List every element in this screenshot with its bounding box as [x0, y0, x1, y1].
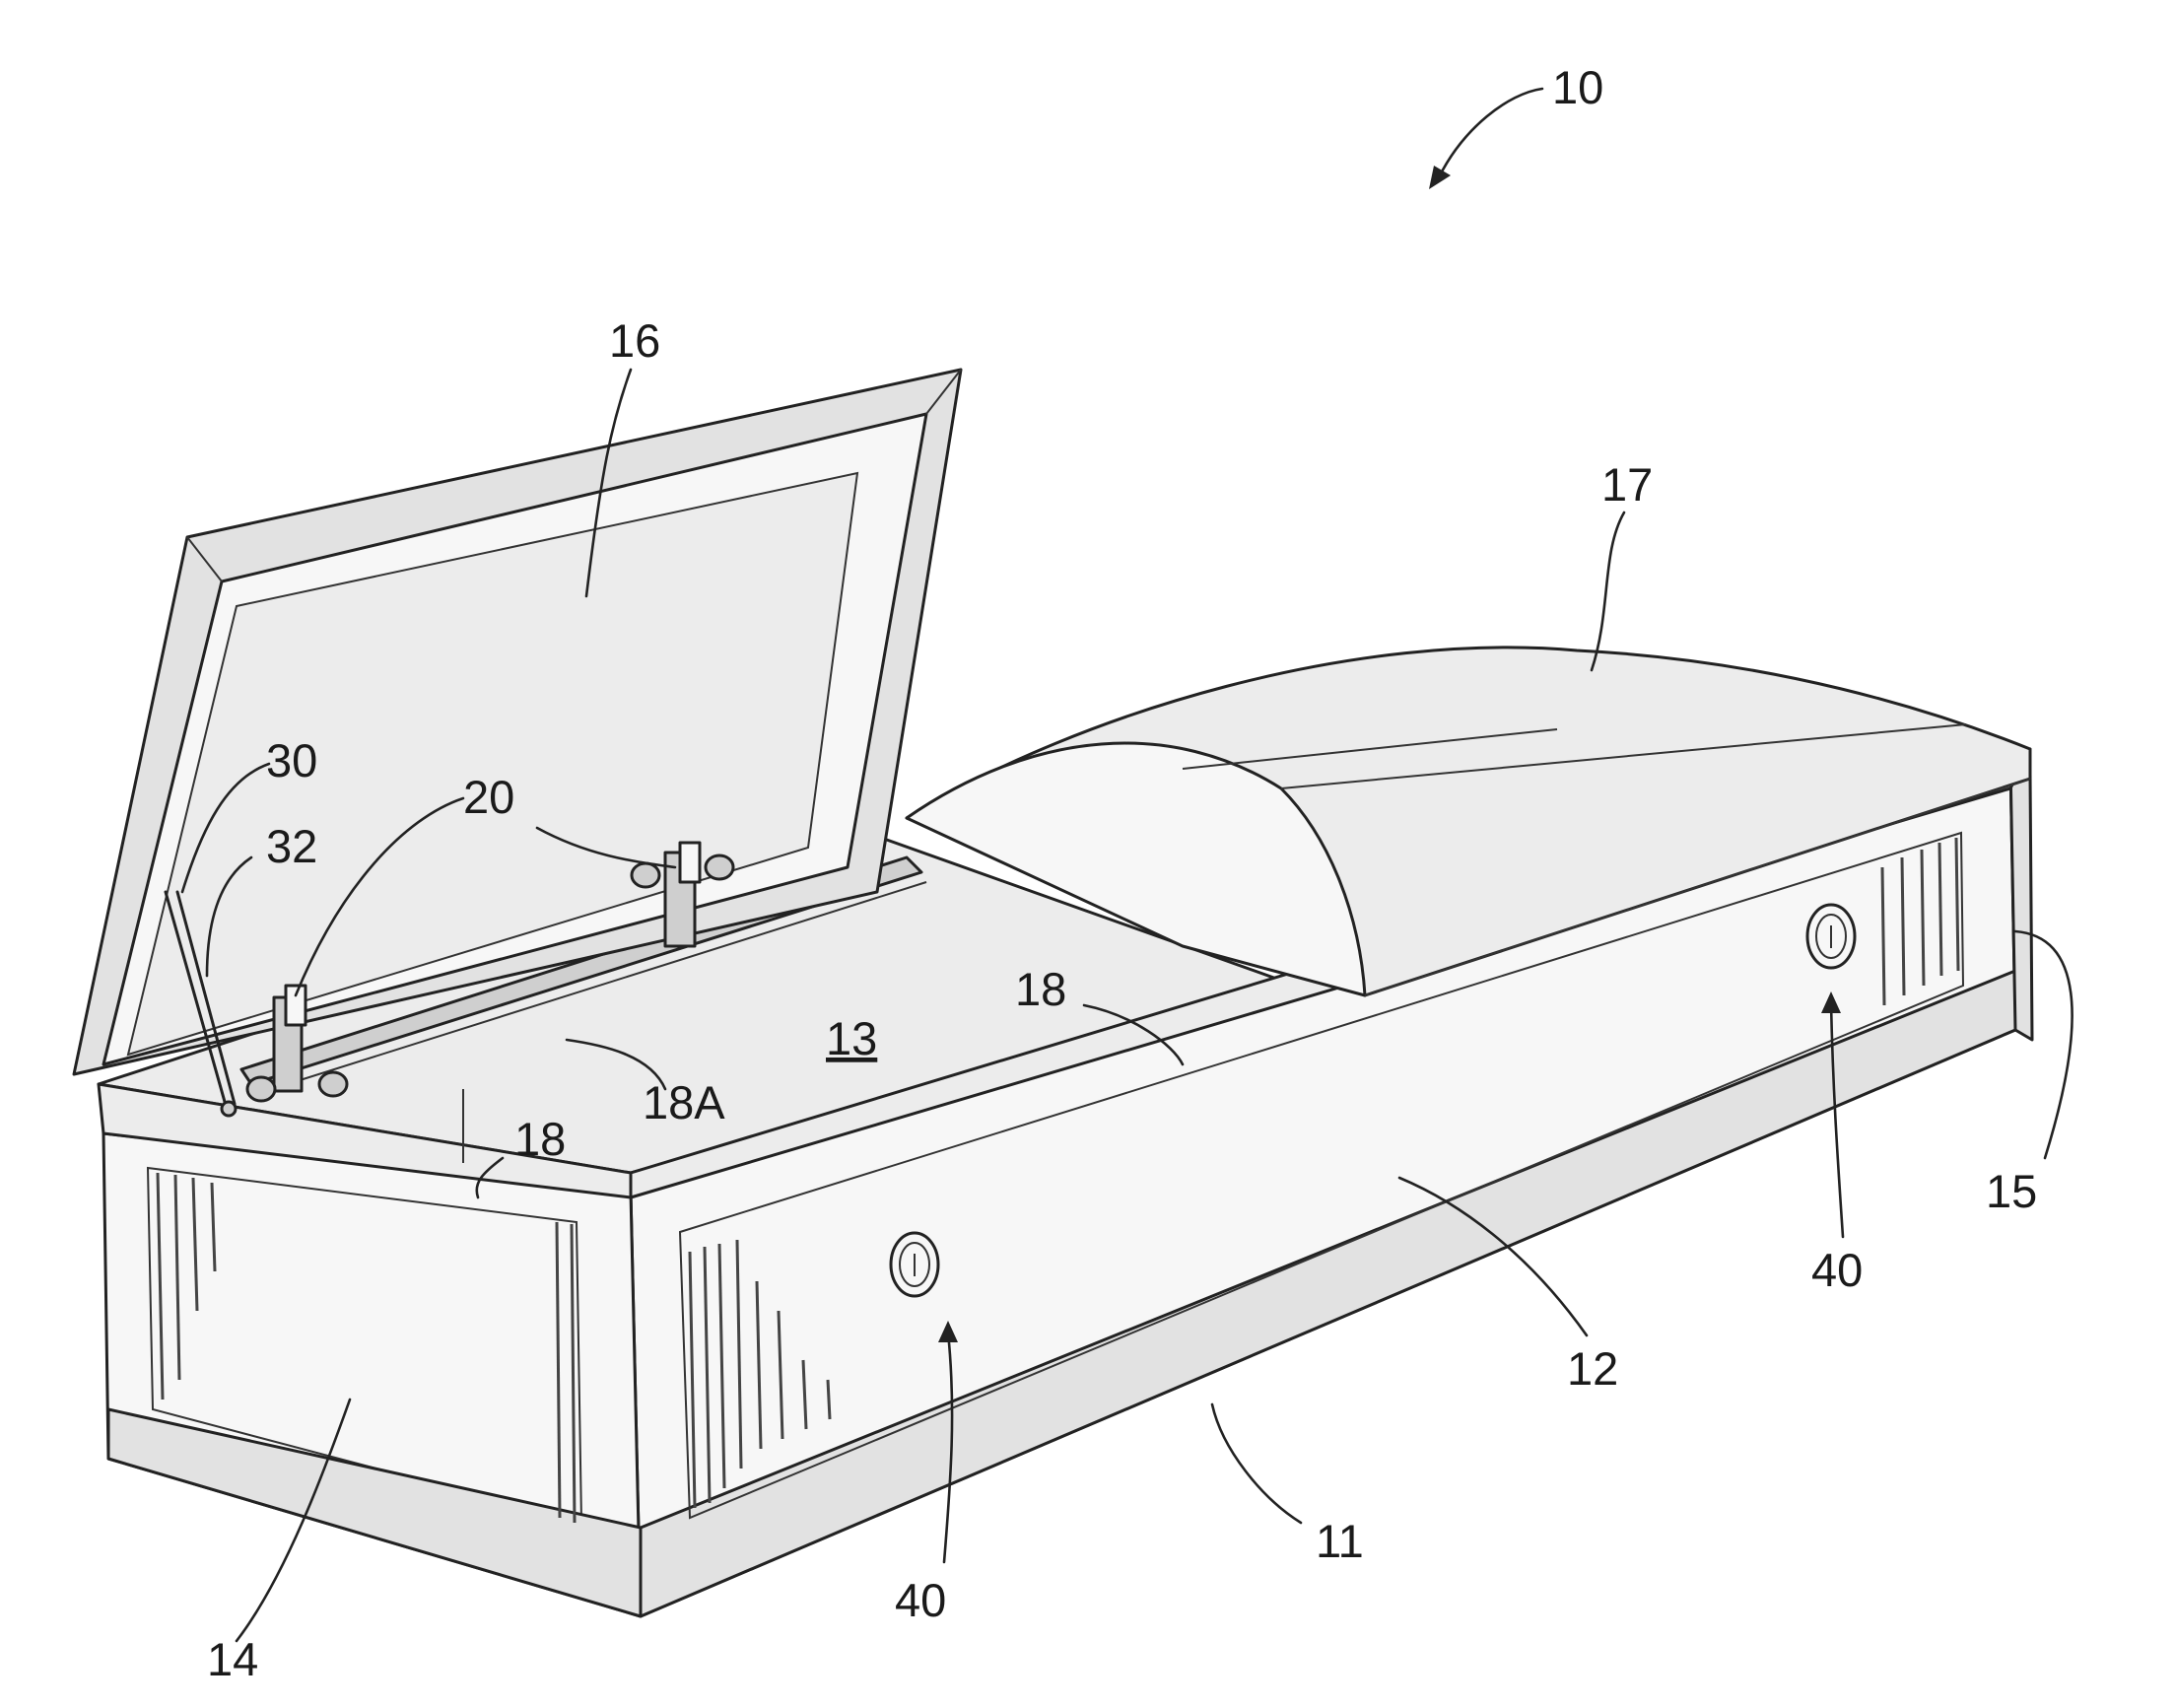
head-lid-inner	[126, 471, 859, 1057]
latch-center	[630, 841, 735, 948]
side-ribs-right	[1880, 837, 1960, 1006]
ref-handle-left: 40	[895, 1574, 946, 1626]
foot-lid-dome-front	[905, 741, 1367, 997]
handle-right	[1805, 903, 1857, 970]
ref-lid-support: 30	[266, 734, 317, 786]
ref-interior: 13	[826, 1012, 877, 1064]
ref-handle-right: 40	[1811, 1244, 1863, 1296]
latch-left	[245, 984, 349, 1103]
head-lid	[72, 368, 963, 1076]
ref-support-pivot: 32	[266, 820, 317, 872]
side-wall-panel	[678, 831, 1965, 1520]
handle-left	[889, 1231, 940, 1298]
leader-lines	[180, 87, 2073, 1643]
ref-rim-inner: 18A	[643, 1076, 725, 1128]
ref-head-lid: 16	[609, 314, 660, 367]
ref-foot-end: 15	[1986, 1165, 2037, 1217]
side-ribs-left	[688, 1239, 832, 1509]
ref-head-end: 14	[207, 1633, 258, 1685]
foot-end-wall	[2008, 762, 2034, 1042]
ref-base: 11	[1316, 1515, 1364, 1567]
head-base-band	[106, 1407, 643, 1618]
foot-lid	[905, 646, 2032, 997]
ref-latch: 20	[463, 771, 514, 823]
ref-rim-top: 18	[1015, 963, 1066, 1015]
ref-casket: 10	[1552, 61, 1603, 113]
ref-side-wall: 12	[1567, 1342, 1618, 1395]
head-ribs	[156, 1172, 577, 1524]
lid-support	[164, 890, 238, 1118]
casket-body	[102, 762, 2034, 1618]
reference-numerals: 10 16 17 30 20 32 18 13 18A 18 15 40 12 …	[207, 61, 2037, 1685]
ref-foot-lid: 17	[1601, 458, 1653, 511]
ref-rim-front: 18	[514, 1113, 566, 1165]
